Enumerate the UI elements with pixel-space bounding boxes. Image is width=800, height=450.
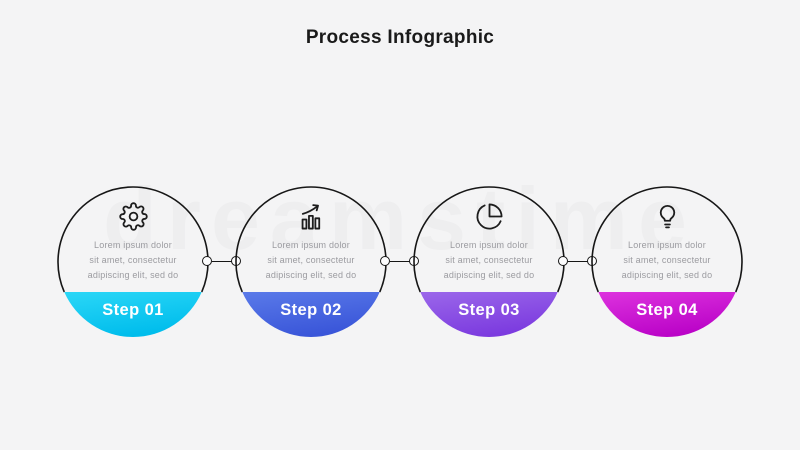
- description-line: sit amet, consectetur: [445, 255, 533, 265]
- description-line: adipiscing elit, sed do: [443, 270, 535, 280]
- step-2-label: Step 02: [280, 301, 342, 319]
- step-3-outline: [413, 186, 565, 338]
- step-2-description: Lorem ipsum dolor sit amet, consectetur …: [236, 238, 386, 283]
- step-3-circle: Lorem ipsum dolor sit amet, consectetur …: [413, 186, 565, 338]
- step-4-circle: Lorem ipsum dolor sit amet, consectetur …: [591, 186, 743, 338]
- lightbulb-icon: [592, 202, 742, 232]
- description-line: adipiscing elit, sed do: [265, 270, 357, 280]
- step-4-outline: [591, 186, 743, 338]
- connector-dot: [558, 256, 568, 266]
- connector-line: [390, 261, 410, 262]
- connector-dot: [202, 256, 212, 266]
- step-1-description: Lorem ipsum dolor sit amet, consectetur …: [58, 238, 208, 283]
- description-line: Lorem ipsum dolor: [450, 240, 528, 250]
- description-line: adipiscing elit, sed do: [87, 270, 179, 280]
- page-title: Process Infographic: [305, 27, 495, 48]
- description-line: sit amet, consectetur: [89, 255, 177, 265]
- connector-line: [212, 261, 232, 262]
- step-2-circle: Lorem ipsum dolor sit amet, consectetur …: [235, 186, 387, 338]
- step-1-label: Step 01: [102, 301, 164, 319]
- description-line: Lorem ipsum dolor: [272, 240, 350, 250]
- growth-chart-icon: [236, 202, 386, 232]
- gear-icon: [58, 202, 208, 232]
- step-4-description: Lorem ipsum dolor sit amet, consectetur …: [592, 238, 742, 283]
- step-1-circle: Lorem ipsum dolor sit amet, consectetur …: [57, 186, 209, 338]
- description-line: sit amet, consectetur: [623, 255, 711, 265]
- description-line: Lorem ipsum dolor: [628, 240, 706, 250]
- step-2-outline: [235, 186, 387, 338]
- connector-dot: [380, 256, 390, 266]
- step-3-label: Step 03: [458, 301, 520, 319]
- step-1-outline: [57, 186, 209, 338]
- description-line: sit amet, consectetur: [267, 255, 355, 265]
- step-4-label: Step 04: [636, 301, 698, 319]
- description-line: Lorem ipsum dolor: [94, 240, 172, 250]
- step-3-description: Lorem ipsum dolor sit amet, consectetur …: [414, 238, 564, 283]
- description-line: adipiscing elit, sed do: [621, 270, 713, 280]
- pie-chart-icon: [414, 202, 564, 232]
- connector-line: [568, 261, 588, 262]
